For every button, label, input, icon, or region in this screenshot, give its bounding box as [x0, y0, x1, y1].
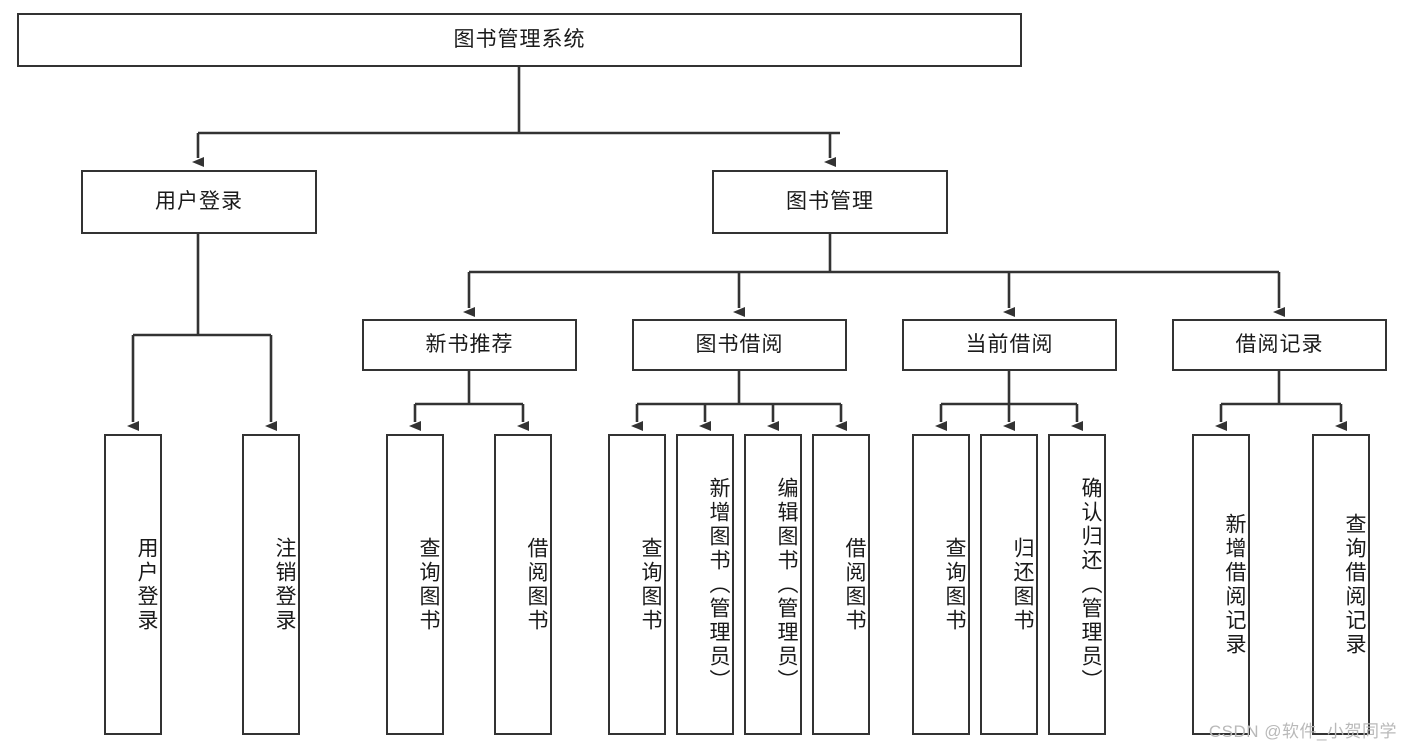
leaf-bookborrow-borrow-book[interactable]: 借阅图书	[812, 434, 870, 735]
leaf-currentborrow-confirm-return-admin[interactable]: 确认归还（管理员）	[1048, 434, 1106, 735]
leaf-bookborrow-edit-book-admin[interactable]: 编辑图书（管理员）	[744, 434, 802, 735]
node-label: 用户登录	[155, 190, 243, 214]
leaf-currentborrow-return-book[interactable]: 归还图书	[980, 434, 1038, 735]
node-current-borrow[interactable]: 当前借阅	[902, 319, 1117, 371]
leaf-newbook-borrow-book[interactable]: 借阅图书	[494, 434, 552, 735]
node-label: 图书管理	[786, 190, 874, 214]
node-label: 查询图书	[417, 536, 440, 633]
node-root-book-management-system[interactable]: 图书管理系统	[17, 13, 1022, 67]
node-borrow-record[interactable]: 借阅记录	[1172, 319, 1387, 371]
node-label: 归还图书	[1011, 536, 1034, 633]
node-label: 编辑图书（管理员）	[775, 476, 798, 693]
leaf-user-login[interactable]: 用户登录	[104, 434, 162, 735]
leaf-bookborrow-query-book[interactable]: 查询图书	[608, 434, 666, 735]
node-label: 查询图书	[639, 536, 662, 633]
node-book-management[interactable]: 图书管理	[712, 170, 948, 234]
node-label: 新书推荐	[425, 333, 514, 357]
node-label: 注销登录	[273, 536, 296, 633]
node-label: 用户登录	[135, 536, 158, 633]
node-new-book-recommend[interactable]: 新书推荐	[362, 319, 577, 371]
node-user-login[interactable]: 用户登录	[81, 170, 317, 234]
node-label: 借阅图书	[843, 536, 866, 633]
node-label: 借阅图书	[525, 536, 548, 633]
node-label: 当前借阅	[965, 333, 1054, 357]
node-label: 确认归还（管理员）	[1079, 476, 1102, 693]
watermark: CSDN @软件_小贺同学	[1208, 722, 1397, 741]
node-label: 新增借阅记录	[1223, 512, 1246, 657]
node-book-borrow[interactable]: 图书借阅	[632, 319, 847, 371]
leaf-newbook-query-book[interactable]: 查询图书	[386, 434, 444, 735]
node-label: 新增图书（管理员）	[707, 476, 730, 693]
node-label: 图书管理系统	[453, 28, 586, 52]
leaf-bookborrow-add-book-admin[interactable]: 新增图书（管理员）	[676, 434, 734, 735]
node-label: 查询借阅记录	[1343, 512, 1366, 657]
node-label: 图书借阅	[695, 333, 784, 357]
leaf-borrowrecord-add-record[interactable]: 新增借阅记录	[1192, 434, 1250, 735]
leaf-borrowrecord-query-record[interactable]: 查询借阅记录	[1312, 434, 1370, 735]
leaf-currentborrow-query-book[interactable]: 查询图书	[912, 434, 970, 735]
node-label: 查询图书	[943, 536, 966, 633]
leaf-logout[interactable]: 注销登录	[242, 434, 300, 735]
node-label: 借阅记录	[1235, 333, 1324, 357]
